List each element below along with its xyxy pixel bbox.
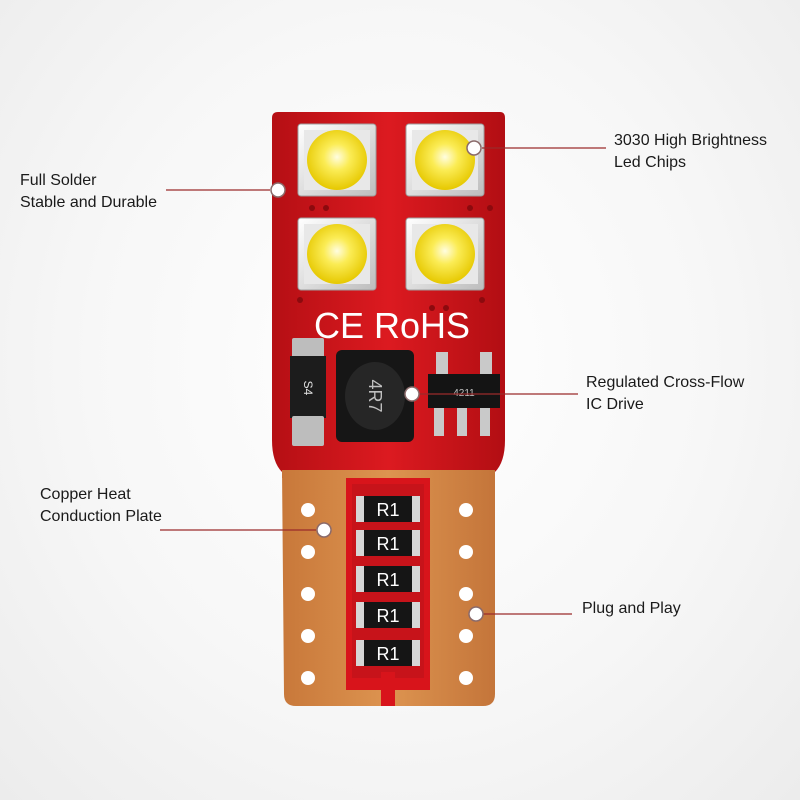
led-chip-top-right	[405, 123, 485, 197]
callout-copper-plate-line2: Conduction Plate	[40, 508, 162, 525]
inductor-component: 4R7	[336, 350, 414, 442]
resistor-label: R1	[376, 606, 399, 626]
diode-component: S4	[290, 338, 326, 446]
diode-label: S4	[301, 381, 315, 396]
resistor-r1: R1	[356, 640, 420, 666]
resistor-label: R1	[376, 534, 399, 554]
callout-led-chips: 3030 High Brightness Led Chips	[614, 130, 767, 174]
solder-pad	[301, 587, 315, 601]
solder-pad	[459, 545, 473, 559]
solder-pad	[459, 671, 473, 685]
callout-leaders	[160, 147, 606, 615]
ce-rohs-mark: CE RoHS	[314, 305, 470, 346]
solder-pad	[301, 629, 315, 643]
resistor-r1: R1	[356, 566, 420, 592]
callout-full-solder-line1: Full Solder	[20, 172, 97, 189]
callout-ic-drive: Regulated Cross-Flow IC Drive	[586, 372, 744, 416]
callout-plug-play: Plug and Play	[582, 598, 681, 620]
led-chip-bottom-left	[297, 217, 377, 291]
marker-ic-drive	[404, 386, 420, 402]
pcb-vias	[297, 205, 493, 311]
resistor-label: R1	[376, 644, 399, 664]
callout-ic-drive-line1: Regulated Cross-Flow	[586, 374, 745, 391]
inductor-label: 4R7	[365, 379, 385, 412]
marker-led-chips	[466, 140, 482, 156]
callout-led-chips-line2: Led Chips	[614, 154, 687, 171]
callout-markers	[270, 140, 484, 622]
callout-copper-plate: Copper Heat Conduction Plate	[40, 484, 162, 528]
callout-plug-play-line1: Plug and Play	[582, 600, 681, 617]
callout-full-solder: Full Solder Stable and Durable	[20, 170, 157, 214]
led-chip-top-left	[297, 123, 377, 197]
solder-pad	[301, 545, 315, 559]
marker-plug-play	[468, 606, 484, 622]
callout-led-chips-line1: 3030 High Brightness	[614, 132, 767, 149]
resistor-r1: R1	[356, 530, 420, 556]
copper-pads	[301, 503, 473, 685]
resistor-label: R1	[376, 500, 399, 520]
marker-full-solder	[270, 182, 286, 198]
solder-pad	[459, 587, 473, 601]
solder-pad	[301, 503, 315, 517]
marker-copper-plate	[316, 522, 332, 538]
solder-pad	[459, 503, 473, 517]
solder-pad	[301, 671, 315, 685]
callout-copper-plate-line1: Copper Heat	[40, 486, 131, 503]
callout-ic-drive-line2: IC Drive	[586, 396, 644, 413]
resistor-r1: R1	[356, 602, 420, 628]
solder-pad	[459, 629, 473, 643]
resistor-label: R1	[376, 570, 399, 590]
callout-full-solder-line2: Stable and Durable	[20, 194, 157, 211]
led-chip-bottom-right	[405, 217, 485, 291]
resistor-r1: R1	[356, 496, 420, 522]
